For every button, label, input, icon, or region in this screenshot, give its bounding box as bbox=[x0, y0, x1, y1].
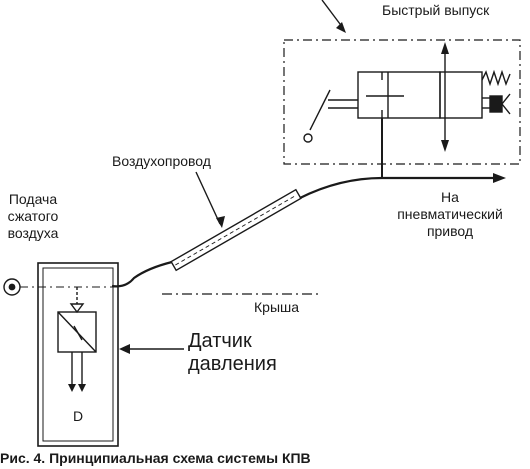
pressure-sensor-line-1: Датчик bbox=[188, 330, 252, 352]
roof-label: Крыша bbox=[254, 299, 300, 315]
manual-lever-pivot bbox=[303, 133, 313, 143]
to-actuator-line-2: пневматический bbox=[397, 206, 503, 222]
sensor-housing-inner bbox=[42, 267, 114, 442]
pressure-sensor-label: Датчик давления bbox=[188, 330, 277, 376]
actuator-arrowhead bbox=[493, 173, 506, 183]
quick-exhaust-label: Быстрый выпуск bbox=[382, 2, 490, 18]
air-pipe-label: Воздухопровод bbox=[112, 153, 211, 169]
air-supply-line-1: Подача bbox=[8, 191, 58, 207]
valve-chamber-left bbox=[357, 71, 441, 119]
valve-travel-arrow-up bbox=[441, 42, 449, 54]
valve-chamber-right bbox=[439, 71, 483, 119]
manual-lever-handle bbox=[309, 89, 331, 131]
quick-exhaust-enclosure bbox=[283, 39, 521, 165]
valve-travel-arrow-down bbox=[441, 140, 449, 152]
pressure-sensor-line-2: давления bbox=[188, 353, 277, 375]
air-pipe-leader-arrowhead bbox=[216, 216, 225, 228]
sensor-element bbox=[57, 311, 97, 353]
pilot-block bbox=[489, 95, 503, 113]
supply-port-core bbox=[8, 283, 16, 291]
air-supply-line-3: воздуха bbox=[7, 225, 59, 241]
to-actuator-line-1: На bbox=[441, 189, 459, 205]
air-pipe-center-dash bbox=[175, 194, 297, 266]
main-air-line bbox=[299, 176, 500, 199]
sensor-letter: D bbox=[72, 408, 84, 424]
sensor-output-2-arrow bbox=[78, 384, 86, 392]
sensor-housing-outer bbox=[37, 262, 119, 447]
to-actuator-label: На пневматический привод bbox=[380, 189, 520, 240]
sensor-leader-arrowhead bbox=[119, 344, 130, 354]
pilot-cone bbox=[501, 93, 511, 115]
sensor-output-1-arrow bbox=[68, 384, 76, 392]
sensor-inlet-triangle bbox=[69, 303, 85, 314]
air-supply-label: Подача сжатого воздуха bbox=[0, 191, 66, 242]
quick-exhaust-leader bbox=[321, 0, 344, 29]
valve-spring bbox=[481, 69, 511, 87]
air-pipe-tube bbox=[170, 188, 302, 272]
air-pipe-leader bbox=[195, 171, 221, 225]
flex-hose bbox=[111, 260, 173, 288]
sensor-element-switch bbox=[73, 325, 83, 341]
air-supply-line-2: сжатого bbox=[7, 208, 59, 224]
leader-arrowhead bbox=[336, 22, 346, 33]
to-actuator-line-3: привод bbox=[426, 223, 474, 239]
supply-port bbox=[3, 278, 21, 296]
figure-caption: Рис. 4. Принципиальная схема системы КПВ bbox=[0, 450, 311, 466]
